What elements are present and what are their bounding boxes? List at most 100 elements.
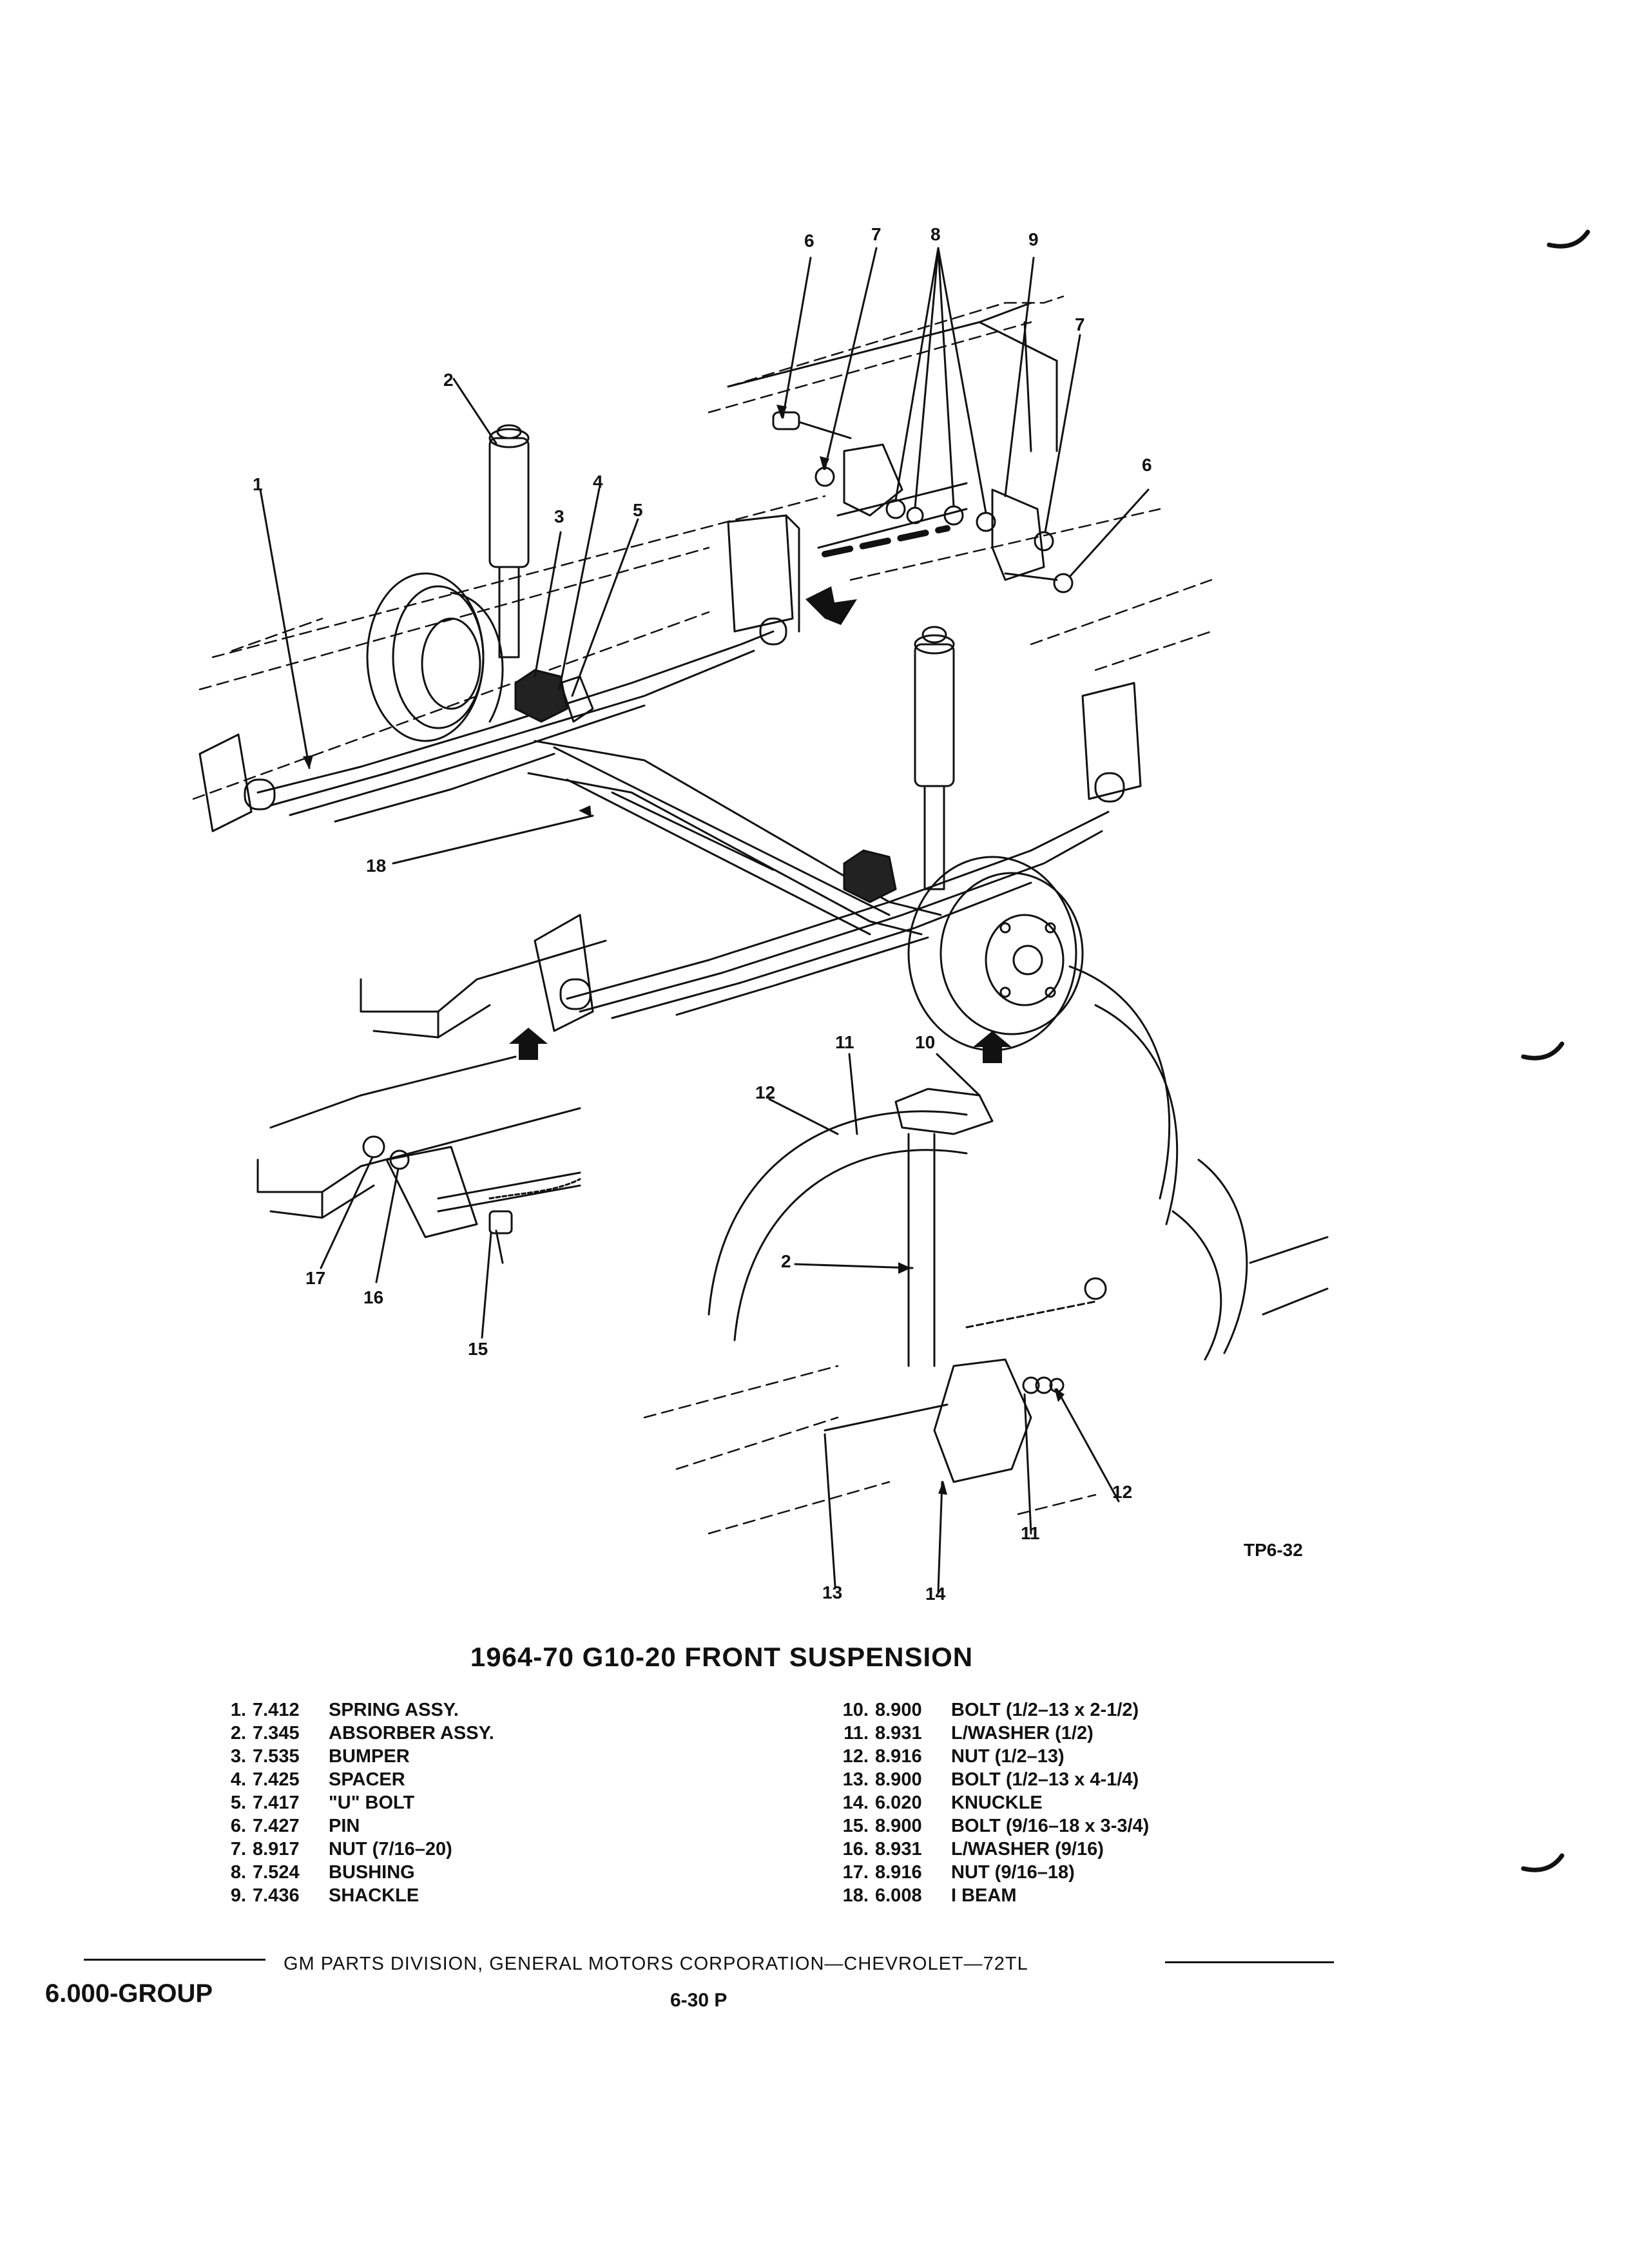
callout-2: 2 [443,370,454,390]
part-description: BOLT (1/2–13 x 2-1/2) [951,1699,1139,1720]
callout-18: 18 [366,856,387,876]
part-number: 11. [843,1722,869,1744]
brake-drum-left [366,572,504,742]
part-code: 8.916 [875,1861,922,1883]
part-number: 12. [842,1745,869,1767]
callout-11: 11 [1021,1523,1040,1543]
part-code: 8.931 [875,1838,922,1860]
part-row: 3. 7.535 BUMPER [213,1745,494,1768]
part-number: 18. [842,1885,869,1906]
part-description: NUT (1/2–13) [951,1745,1065,1767]
part-code: 7.436 [253,1885,300,1906]
part-code: 8.900 [875,1699,922,1720]
part-description: NUT (7/16–20) [329,1838,452,1860]
callout-15: 15 [468,1339,488,1359]
frame-rail-lower-left [256,939,607,1219]
leaf-spring-left [198,514,800,832]
part-number: 8. [230,1861,246,1883]
group-label: 6.000-GROUP [45,1979,213,2008]
shock-absorber-right [914,626,955,890]
callout-4: 4 [593,472,603,492]
part-description: SHACKLE [329,1885,419,1906]
part-description: KNUCKLE [951,1792,1043,1813]
leader-arrowheads [303,405,1065,1495]
part-code: 7.412 [253,1699,300,1720]
part-number: 2. [230,1722,246,1744]
callout-2: 2 [781,1251,791,1271]
callout-14: 14 [925,1584,946,1604]
part-code: 7.425 [253,1769,300,1790]
binder-hole-mark [1547,229,1590,249]
callout-10: 10 [915,1032,936,1052]
part-row: 10. 8.900 BOLT (1/2–13 x 2-1/2) [835,1698,1149,1722]
leaf-spring-right [534,682,1142,1032]
part-row: 17. 8.916 NUT (9/16–18) [835,1861,1149,1884]
part-code: 8.916 [875,1745,922,1767]
part-number: 13. [842,1769,869,1790]
part-description: BUMPER [329,1745,410,1767]
part-description: ABSORBER ASSY. [329,1722,494,1744]
page-number: 6-30 P [670,1990,728,2011]
part-number: 3. [230,1745,246,1767]
callout-3: 3 [554,506,564,526]
i-beam [527,740,942,936]
frame-rail-upper [727,302,1058,549]
binder-hole-mark [1521,1041,1565,1061]
callout-6: 6 [804,231,815,251]
leader-lines [259,247,1150,1593]
part-code: 8.900 [875,1815,922,1836]
part-description: SPRING ASSY. [329,1699,459,1720]
callout-13: 13 [822,1582,843,1602]
callout-9: 9 [1028,229,1039,249]
part-number: 17. [842,1861,869,1883]
direction-arrows [509,586,1012,1063]
callout-7: 7 [1075,314,1085,334]
part-number: 9. [230,1885,246,1906]
part-number: 1. [230,1699,246,1720]
part-description: NUT (9/16–18) [951,1861,1075,1883]
footer-rule-left [84,1959,265,1961]
part-row: 14. 6.020 KNUCKLE [835,1791,1149,1814]
exploded-suspension-diagram [192,247,1329,1593]
part-row: 12. 8.916 NUT (1/2–13) [835,1745,1149,1768]
part-number: 7. [230,1838,246,1860]
part-row: 18. 6.008 I BEAM [835,1884,1149,1907]
part-number: 4. [230,1769,246,1790]
callout-17: 17 [305,1268,326,1288]
part-code: 7.535 [253,1745,300,1767]
callout-7: 7 [871,224,882,244]
part-code: 8.931 [875,1722,922,1744]
footer-publisher: GM PARTS DIVISION, GENERAL MOTORS CORPOR… [284,1954,1028,1974]
part-number: 10. [842,1699,869,1720]
callout-11: 11 [835,1032,854,1052]
part-code: 8.917 [253,1838,300,1860]
callout-5: 5 [633,500,643,520]
wheel-well [708,965,1329,1361]
callout-12: 12 [755,1082,776,1102]
figure-code: TP6-32 [1244,1540,1303,1560]
part-description: BUSHING [329,1861,415,1883]
callout-16: 16 [363,1287,384,1307]
footer-rule-right [1165,1961,1334,1963]
part-row: 1. 7.412 SPRING ASSY. [213,1698,494,1722]
part-description: I BEAM [951,1885,1017,1906]
part-code: 6.008 [875,1885,922,1906]
frame-outline-lower [643,1365,1097,1535]
part-description: SPACER [329,1769,405,1790]
callout-1: 1 [253,474,263,494]
part-number: 14. [842,1792,869,1813]
part-description: "U" BOLT [329,1792,415,1813]
binder-hole-mark [1521,1853,1565,1872]
part-number: 15. [842,1815,869,1836]
part-number: 5. [230,1792,246,1813]
shackle-assembly [772,411,1074,593]
page-title: 1964-70 G10-20 FRONT SUSPENSION [470,1642,974,1672]
part-code: 6.020 [875,1792,922,1813]
callout-8: 8 [930,224,941,244]
part-number: 16. [842,1838,869,1860]
